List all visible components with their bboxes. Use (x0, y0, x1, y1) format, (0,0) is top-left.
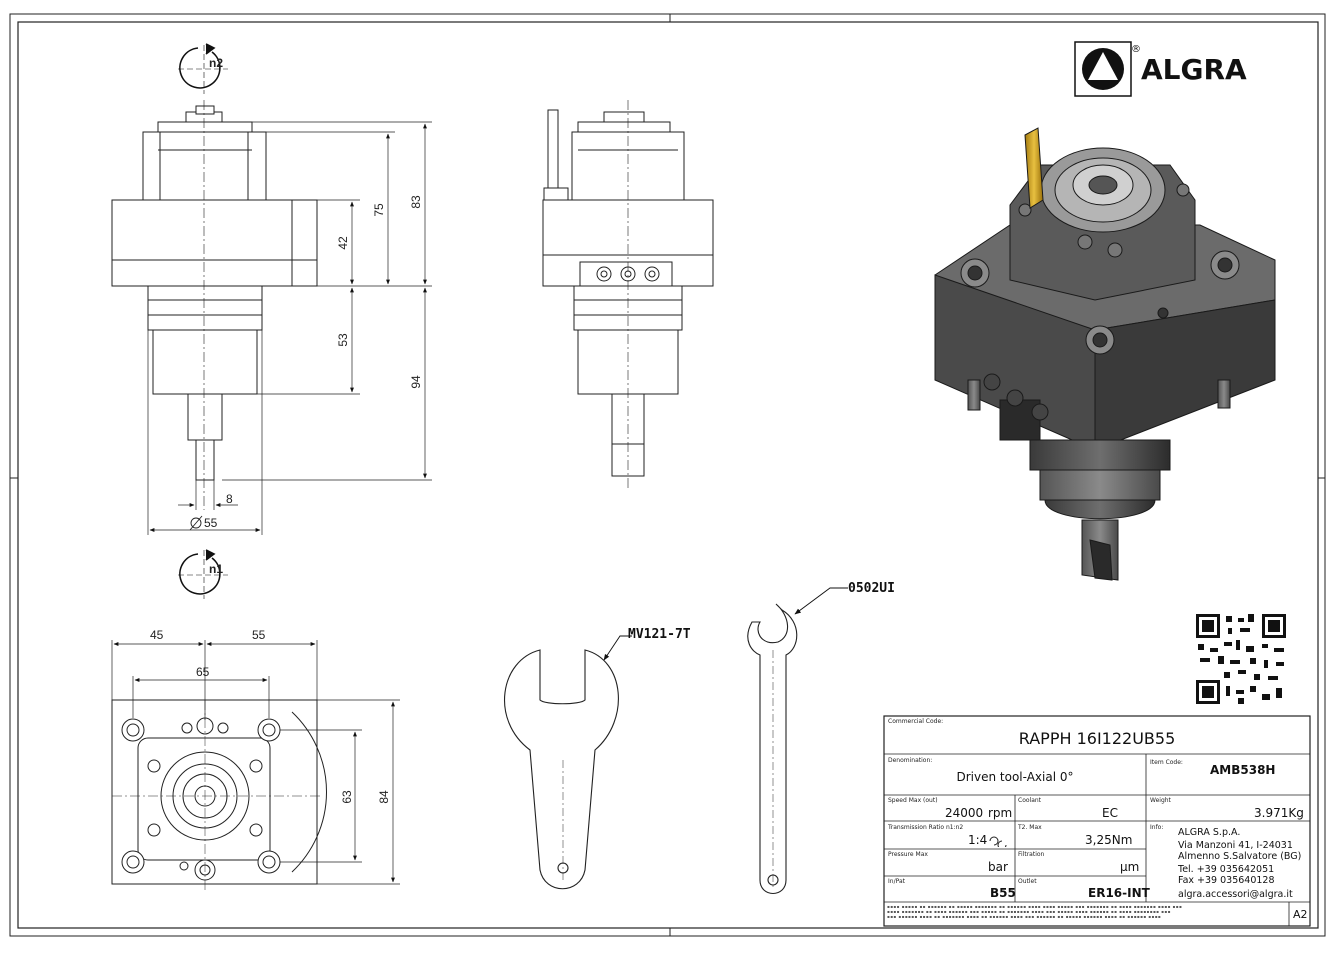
diameter-symbol (189, 515, 203, 531)
in-label: In/Pat (888, 878, 905, 885)
item-code-label: Item Code: (1150, 759, 1183, 766)
rotation-symbol-n2 (178, 43, 228, 94)
isometric-rendering (934, 127, 1276, 581)
wrench-callout: MV121-7T (628, 627, 691, 642)
front-view (111, 100, 318, 510)
dim-53: 53 (336, 333, 350, 347)
side-view (542, 100, 714, 490)
coolant-value: EC (1102, 806, 1118, 820)
company-address: Via Manzoni 41, I-24031 (1178, 840, 1293, 851)
base-view-dimensions (111, 640, 400, 890)
sheet-size: A2 (1293, 908, 1308, 921)
rotation-symbol-n1 (178, 549, 228, 599)
wrench-leader (603, 635, 632, 661)
rotation-direction-icons (989, 836, 1007, 847)
brand-name: ALGRA (1141, 53, 1247, 86)
filtration-unit: µm (1120, 860, 1140, 874)
dim-42: 42 (336, 236, 350, 250)
dim-8: 8 (226, 492, 233, 506)
dim-45: 45 (150, 628, 164, 642)
company-tel: Tel. +39 035642051 (1178, 864, 1275, 875)
rotation-label-n1: n1 (209, 562, 223, 576)
dim-65: 65 (196, 665, 210, 679)
info-label: Info: (1150, 824, 1164, 831)
rotation-label-n2: n2 (209, 56, 223, 70)
coolant-label: Coolant (1018, 797, 1042, 804)
qr-code (1196, 614, 1286, 704)
company-name: ALGRA S.p.A. (1178, 827, 1241, 838)
pressure-label: Pressure Max (888, 851, 928, 858)
ratio-value: 1:4 (968, 833, 988, 847)
weight-value: 3.971Kg (1254, 806, 1304, 820)
open-end-wrench (504, 649, 619, 890)
outlet-label: Outlet (1018, 878, 1037, 885)
title-block-grid (883, 715, 1311, 927)
dim-84: 84 (377, 790, 391, 804)
commercial-code: RAPPH 16I122UB55 (1018, 729, 1176, 748)
in-value: B55 (990, 886, 1016, 900)
denomination-label: Denomination: (888, 757, 933, 764)
speed-unit: rpm (988, 806, 1013, 820)
torque-value: 3,25Nm (1085, 833, 1133, 847)
company-email[interactable]: algra.accessori@algra.it (1178, 889, 1293, 900)
dim-63: 63 (340, 790, 354, 804)
key-callout: 0502UI (848, 581, 895, 596)
dim-diameter-55: 55 (204, 516, 218, 530)
base-view (111, 699, 327, 885)
dim-83: 83 (409, 195, 423, 209)
denomination: Driven tool-Axial 0° (956, 770, 1074, 784)
sheet-border (9, 13, 1326, 937)
outlet-value: ER16-INT (1088, 886, 1150, 900)
registered-mark: ® (1131, 44, 1141, 55)
filtration-label: Filtration (1018, 851, 1045, 858)
ratio-label: Transmission Ratio n1:n2 (888, 824, 964, 831)
item-code: AMB538H (1210, 763, 1276, 777)
dim-55-base: 55 (252, 628, 266, 642)
pressure-unit: bar (988, 860, 1008, 874)
torque-label: T2. Max (1018, 824, 1042, 831)
dim-94: 94 (409, 375, 423, 389)
algra-logo: ® ALGRA (1074, 41, 1247, 97)
commercial-code-label: Commercial Code: (888, 718, 944, 725)
weight-label: Weight (1150, 797, 1171, 804)
front-view-dimensions (147, 121, 432, 535)
hook-wrench (747, 603, 798, 895)
dim-75: 75 (372, 203, 386, 217)
speed-value: 24000 (945, 806, 984, 820)
company-city: Almenno S.Salvatore (BG) (1178, 851, 1302, 862)
disclaimer-text: ▪▪▪▪ ▪▪▪▪▪ ▪▪ ▪▪▪▪▪▪ ▪▪ ▪▪▪▪▪ ▪▪▪▪▪▪▪ ▪▪… (887, 904, 1183, 919)
speed-label: Speed Max (out) (888, 797, 938, 804)
key-leader (794, 587, 848, 615)
company-fax: Fax +39 035640128 (1178, 875, 1275, 886)
